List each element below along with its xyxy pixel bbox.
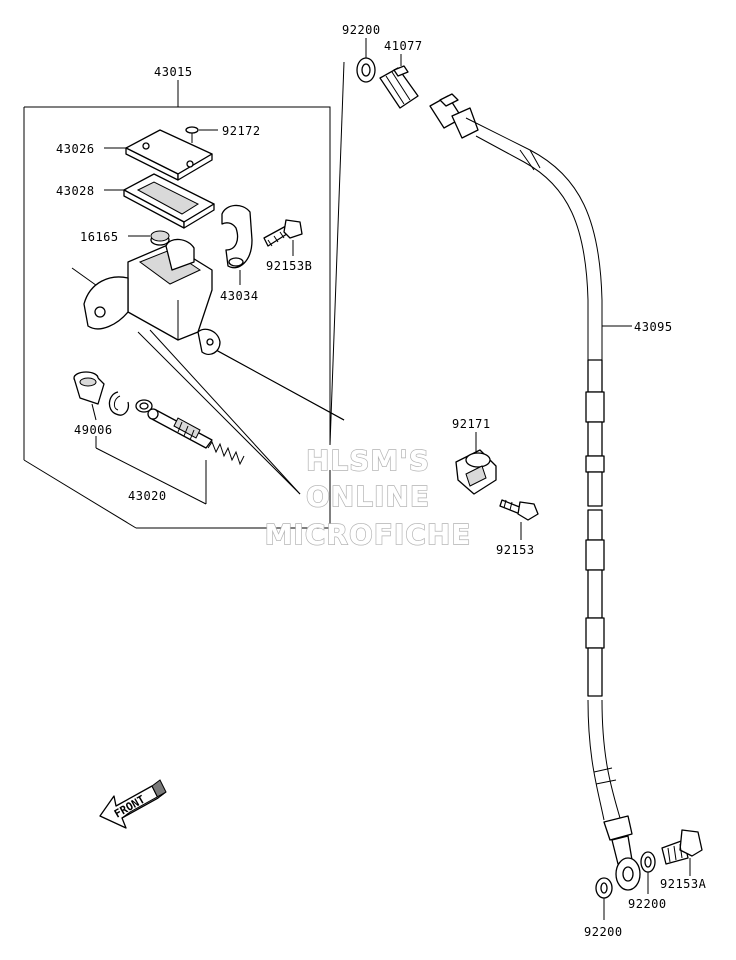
piston-kit-43020[interactable] — [95, 408, 245, 505]
reservoir-cap-43026[interactable] — [104, 129, 213, 181]
label-92153B[interactable]: 92153B — [266, 259, 312, 273]
hose-segments — [585, 359, 605, 697]
washer[interactable] — [135, 399, 153, 413]
fitting-41077[interactable] — [379, 54, 419, 109]
label-16165[interactable]: 16165 — [80, 230, 119, 244]
boot-49006[interactable] — [73, 371, 105, 421]
watermark-line-1: HLSM'S — [306, 444, 430, 477]
label-43095[interactable]: 43095 — [634, 320, 673, 334]
label-43020[interactable]: 43020 — [128, 489, 167, 503]
part-labels: 43015 92172 43026 43028 16165 92153B 430… — [56, 23, 707, 939]
label-92200-bottom[interactable]: 92200 — [584, 925, 623, 939]
label-92153A[interactable]: 92153A — [660, 877, 707, 891]
watermark: HLSM'S ONLINE MICROFICHE — [264, 443, 472, 551]
label-49006[interactable]: 49006 — [74, 423, 113, 437]
clamp-43034[interactable] — [221, 204, 253, 285]
bushing-16165[interactable] — [128, 230, 170, 246]
front-arrow-icon: FRONT — [99, 779, 167, 829]
label-92171[interactable]: 92171 — [452, 417, 491, 431]
clamp-92171[interactable] — [455, 432, 497, 495]
circlip[interactable] — [108, 391, 130, 416]
label-43034[interactable]: 43034 — [220, 289, 259, 303]
bolt-92153A[interactable] — [661, 829, 703, 876]
label-92153[interactable]: 92153 — [496, 543, 535, 557]
washer-92200-right[interactable] — [640, 851, 656, 894]
watermark-line-3: MICROFICHE — [265, 518, 472, 551]
assembly-frame-lines — [23, 61, 345, 529]
front-label: FRONT — [112, 793, 148, 821]
label-43026[interactable]: 43026 — [56, 142, 95, 156]
watermark-line-2: ONLINE — [306, 480, 430, 513]
label-43028[interactable]: 43028 — [56, 184, 95, 198]
label-92200-right[interactable]: 92200 — [628, 897, 667, 911]
diaphragm-43028[interactable] — [104, 173, 215, 229]
bolt-92153[interactable] — [499, 499, 539, 540]
label-92200-top[interactable]: 92200 — [342, 23, 381, 37]
label-92172[interactable]: 92172 — [222, 124, 261, 138]
label-43015[interactable]: 43015 — [154, 65, 193, 79]
master-cylinder-body[interactable] — [83, 238, 221, 356]
washer-92200-top[interactable] — [356, 38, 376, 83]
brake-hose-43095[interactable] — [429, 93, 641, 891]
screw-92172[interactable] — [185, 126, 218, 143]
bolt-92153B[interactable] — [263, 219, 303, 256]
label-41077[interactable]: 41077 — [384, 39, 423, 53]
washer-92200-bottom[interactable] — [595, 877, 613, 920]
